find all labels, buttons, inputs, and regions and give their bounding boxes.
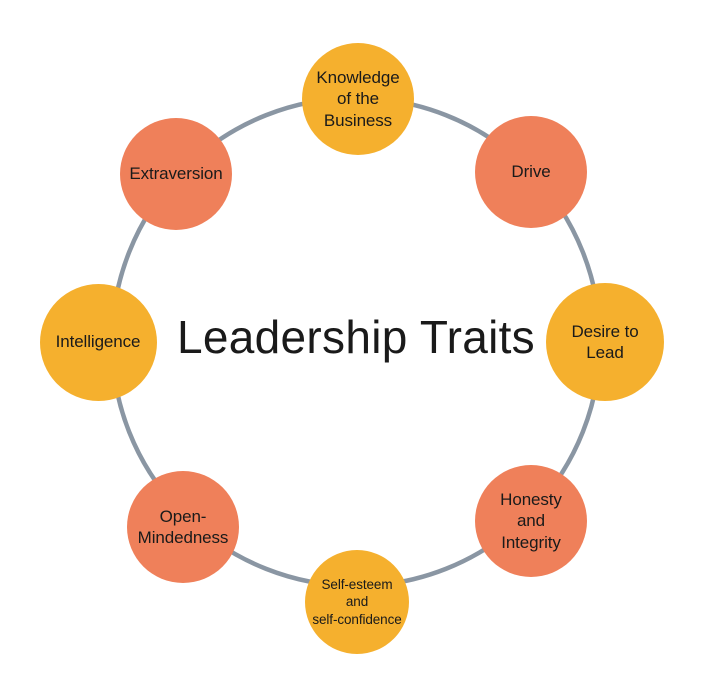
trait-node-label: Extraversion bbox=[129, 164, 223, 184]
trait-node-self-esteem-and-self-confidence[interactable]: Self-esteem and self-confidence bbox=[305, 550, 409, 654]
trait-node-drive[interactable]: Drive bbox=[475, 116, 587, 228]
trait-node-label: Knowledge of the Business bbox=[316, 67, 400, 130]
trait-node-label: Honesty and Integrity bbox=[500, 489, 562, 552]
trait-node-label: Drive bbox=[511, 162, 551, 182]
trait-node-label: Open- Mindedness bbox=[137, 506, 229, 547]
trait-node-label: Self-esteem and self-confidence bbox=[312, 576, 402, 627]
trait-node-honesty-and-integrity[interactable]: Honesty and Integrity bbox=[475, 465, 587, 577]
trait-node-open-mindedness[interactable]: Open- Mindedness bbox=[127, 471, 239, 583]
trait-node-knowledge-of-the-business[interactable]: Knowledge of the Business bbox=[302, 43, 414, 155]
trait-node-extraversion[interactable]: Extraversion bbox=[120, 118, 232, 230]
page-title: Leadership Traits bbox=[177, 311, 535, 363]
